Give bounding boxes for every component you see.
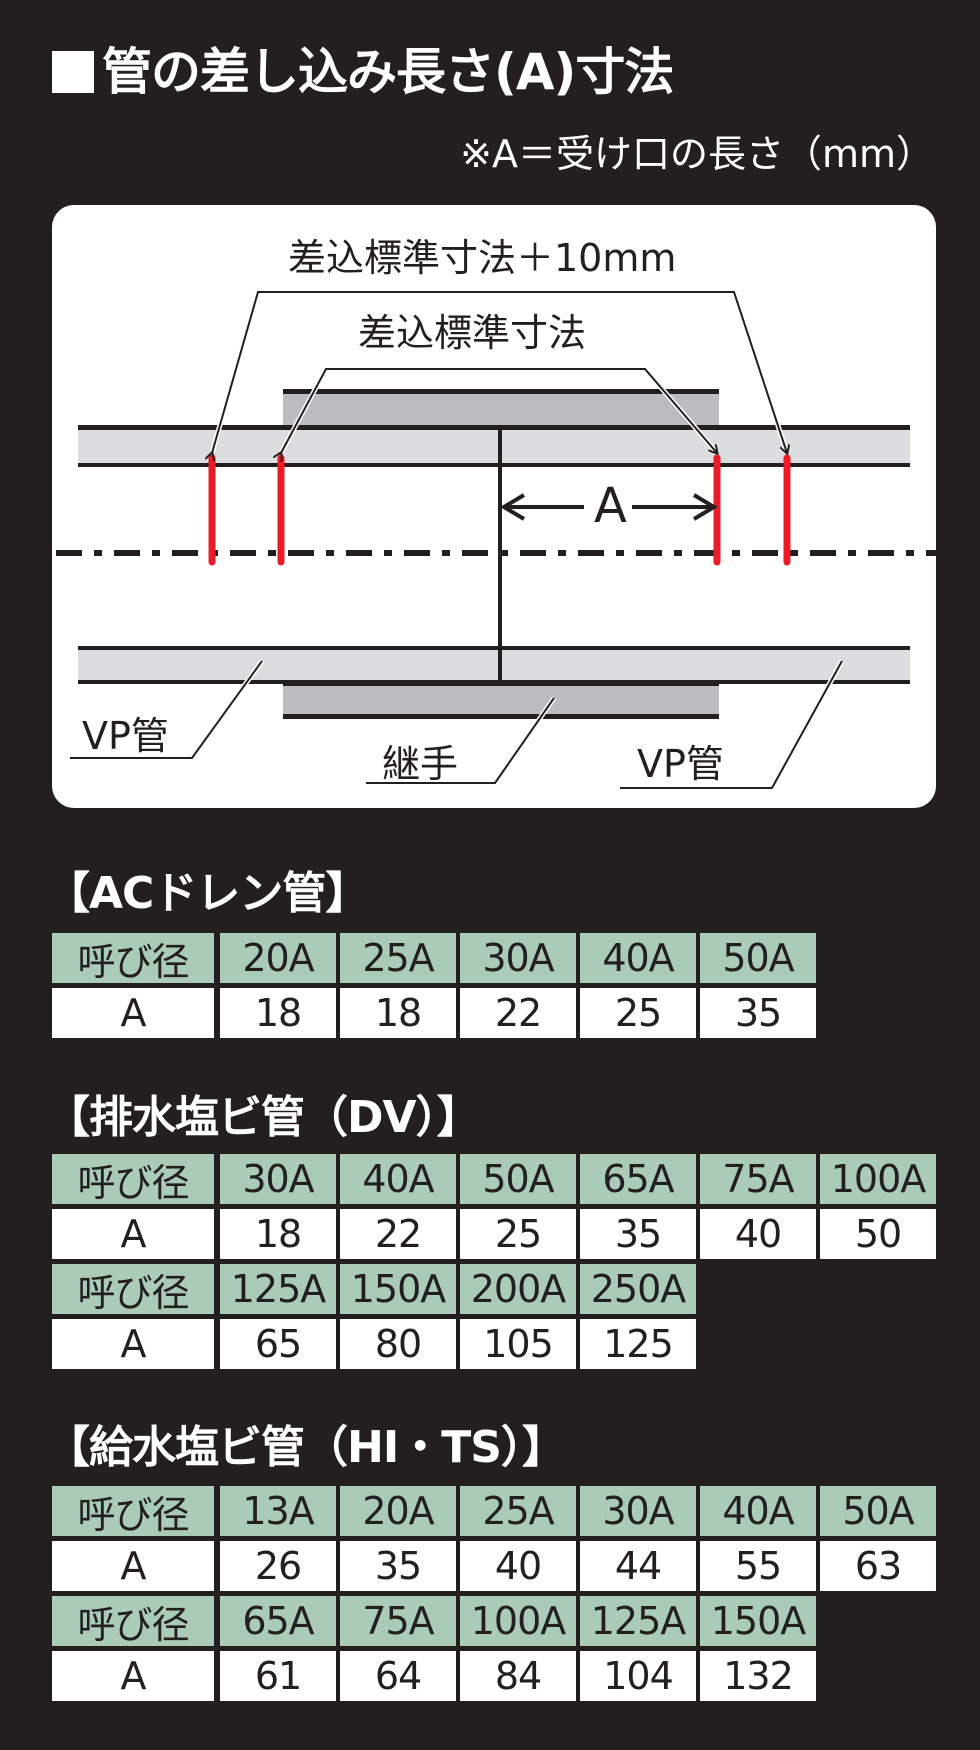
length-a-label: A: [52, 1541, 218, 1591]
size-cell: 150A: [700, 1596, 816, 1646]
value-cell: 50: [820, 1209, 936, 1259]
value-cell: 25: [580, 988, 696, 1038]
page-title-text: 管の差し込み長さ(A)寸法: [102, 43, 674, 101]
dimension-A-arrows: [500, 493, 718, 521]
value-cell: 84: [460, 1651, 576, 1701]
value-cell: 65: [220, 1319, 336, 1369]
size-cell: 250A: [580, 1264, 696, 1314]
value-cell: 132: [700, 1651, 816, 1701]
value-cell: 40: [700, 1209, 816, 1259]
size-cell: 20A: [340, 1486, 456, 1536]
section-title-ac-drain: 【ACドレン管】: [46, 868, 369, 919]
nominal-diameter-label: 呼び径: [52, 1154, 218, 1205]
section-title-dv: 【排水塩ビ管（DV）】: [46, 1092, 481, 1143]
value-cell: 104: [580, 1651, 696, 1701]
length-a-label: A: [52, 988, 218, 1038]
label-vp-pipe-right: VP管: [637, 742, 724, 786]
size-cell: 75A: [700, 1154, 816, 1204]
upper-coupling-shape: [283, 389, 719, 426]
table-ac-drain: 呼び径 20A 25A 30A 40A 50A A 18 18 22 25 35: [52, 933, 820, 1043]
value-cell: 22: [460, 988, 576, 1038]
square-bullet-icon: [52, 51, 94, 93]
size-cell: 13A: [220, 1486, 336, 1536]
value-cell: 18: [220, 988, 336, 1038]
section-title-hi-ts: 【給水塩ビ管（HI・TS）】: [46, 1422, 566, 1473]
label-standard-insertion: 差込標準寸法: [358, 311, 587, 355]
size-cell: 40A: [340, 1154, 456, 1204]
length-a-label: A: [52, 1319, 218, 1369]
pipe-joint-diagram-svg: [56, 289, 936, 791]
table-value-row: A 61 64 84 104 132: [52, 1651, 940, 1701]
value-cell: 22: [340, 1209, 456, 1259]
nominal-diameter-label: 呼び径: [52, 1486, 218, 1537]
label-standard-plus-10mm: 差込標準寸法＋10mm: [288, 236, 677, 280]
nominal-diameter-label: 呼び径: [52, 1264, 218, 1315]
label-coupling: 継手: [382, 742, 459, 786]
table-dv: 呼び径 30A 40A 50A 65A 75A 100A A 18 22 25 …: [52, 1154, 940, 1374]
size-cell: 25A: [460, 1486, 576, 1536]
value-cell: 55: [700, 1541, 816, 1591]
value-cell: 61: [220, 1651, 336, 1701]
insertion-diagram: 差込標準寸法＋10mm 差込標準寸法 A VP管 継手 VP管: [52, 205, 936, 808]
value-cell: 125: [580, 1319, 696, 1369]
value-cell: 44: [580, 1541, 696, 1591]
size-cell: 65A: [220, 1596, 336, 1646]
table-hi-ts: 呼び径 13A 20A 25A 30A 40A 50A A 26 35 40 4…: [52, 1486, 940, 1706]
size-cell: 100A: [460, 1596, 576, 1646]
table-value-row: A 26 35 40 44 55 63: [52, 1541, 940, 1591]
table-header-row: 呼び径 13A 20A 25A 30A 40A 50A: [52, 1486, 940, 1537]
value-cell: 105: [460, 1319, 576, 1369]
nominal-diameter-label: 呼び径: [52, 933, 218, 984]
size-cell: 40A: [580, 933, 696, 983]
value-cell: 18: [340, 988, 456, 1038]
size-cell: 100A: [820, 1154, 936, 1204]
value-cell: 40: [460, 1541, 576, 1591]
length-a-label: A: [52, 1209, 218, 1259]
value-cell: 63: [820, 1541, 936, 1591]
page-title: 管の差し込み長さ(A)寸法: [52, 40, 674, 104]
label-vp-pipe-left: VP管: [82, 714, 169, 758]
value-cell: 35: [700, 988, 816, 1038]
table-value-row: A 18 22 25 35 40 50: [52, 1209, 940, 1259]
value-cell: 25: [460, 1209, 576, 1259]
label-dimension-A: A: [590, 478, 631, 534]
table-value-row: A 65 80 105 125: [52, 1319, 940, 1369]
size-cell: 125A: [580, 1596, 696, 1646]
table-header-row: 呼び径 20A 25A 30A 40A 50A: [52, 933, 820, 984]
table-header-row: 呼び径 125A 150A 200A 250A: [52, 1264, 940, 1315]
lower-coupling-shape: [283, 681, 719, 719]
label-leaders: [70, 660, 843, 789]
size-cell: 30A: [220, 1154, 336, 1204]
lower-pipe-wall: [78, 646, 910, 684]
size-cell: 50A: [820, 1486, 936, 1536]
size-cell: 30A: [580, 1486, 696, 1536]
size-cell: 65A: [580, 1154, 696, 1204]
value-cell: 18: [220, 1209, 336, 1259]
unit-note: ※A＝受け口の長さ（mm）: [460, 132, 934, 176]
size-cell: 75A: [340, 1596, 456, 1646]
size-cell: 20A: [220, 933, 336, 983]
nominal-diameter-label: 呼び径: [52, 1596, 218, 1647]
value-cell: 64: [340, 1651, 456, 1701]
size-cell: 30A: [460, 933, 576, 983]
table-header-row: 呼び径 30A 40A 50A 65A 75A 100A: [52, 1154, 940, 1205]
insertion-markers: [208, 454, 791, 566]
value-cell: 35: [340, 1541, 456, 1591]
size-cell: 50A: [700, 933, 816, 983]
table-header-row: 呼び径 65A 75A 100A 125A 150A: [52, 1596, 940, 1647]
value-cell: 26: [220, 1541, 336, 1591]
size-cell: 40A: [700, 1486, 816, 1536]
table-value-row: A 18 18 22 25 35: [52, 988, 820, 1038]
size-cell: 150A: [340, 1264, 456, 1314]
leader-standard: [281, 368, 717, 453]
size-cell: 200A: [460, 1264, 576, 1314]
value-cell: 35: [580, 1209, 696, 1259]
size-cell: 125A: [220, 1264, 336, 1314]
size-cell: 50A: [460, 1154, 576, 1204]
value-cell: 80: [340, 1319, 456, 1369]
length-a-label: A: [52, 1651, 218, 1701]
leader-plus10: [212, 291, 787, 453]
size-cell: 25A: [340, 933, 456, 983]
